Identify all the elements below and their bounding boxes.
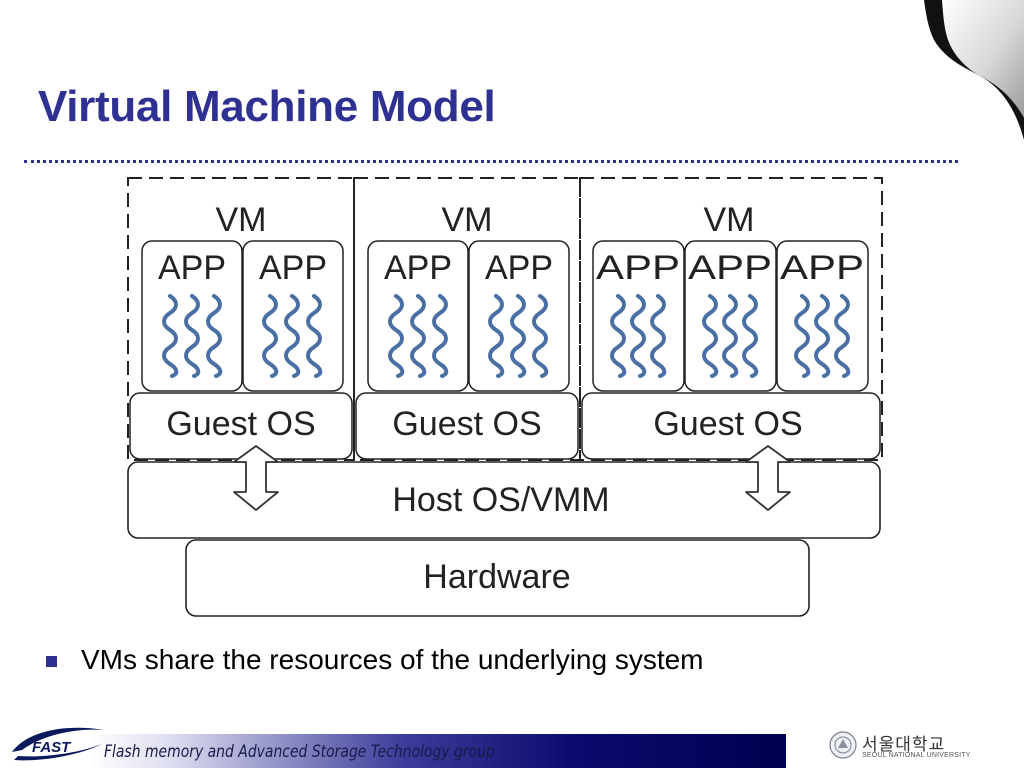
vm-1-to-host-arrow-icon <box>233 445 279 511</box>
vm-3-guest-os-box <box>581 392 881 460</box>
hardware-layer-label: Hardware <box>423 558 570 596</box>
vm-1-app-2-label: APP <box>259 249 327 287</box>
slide-title: Virtual Machine Model <box>38 82 496 131</box>
vm-2-app-1-box <box>367 240 469 392</box>
title-divider <box>24 160 958 163</box>
vm-2-app-1-label: APP <box>384 249 452 287</box>
vm-2-app-2-box <box>468 240 570 392</box>
footer-band <box>90 734 786 768</box>
university-name-korean: 서울대학교 <box>862 735 946 755</box>
vm-3-guest-os-label: Guest OS <box>653 405 802 443</box>
vm-1-label: VM <box>216 201 267 239</box>
vm-1-app-1-label: APP <box>158 249 226 287</box>
vm-3-app-3-label: APP <box>780 249 864 287</box>
vm-3: VM APP APP APP Guest OS <box>579 177 883 461</box>
vm-2-guest-os-box <box>355 392 579 460</box>
vm-3-app-3-box <box>776 240 869 392</box>
bullet-square-icon <box>46 655 57 667</box>
snu-seal-logo <box>829 731 857 759</box>
vm-architecture-diagram: Hardware Host OS/VMM VM APP APP Guest OS… <box>127 177 883 617</box>
vm-2-boundary <box>353 177 581 461</box>
vm-1-app-1-box <box>141 240 243 392</box>
vm-1-app-2-box <box>242 240 344 392</box>
vm-2-app-2-label: APP <box>485 249 553 287</box>
page-curl-decoration <box>924 0 1024 140</box>
bullet-text: VMs share the resources of the underlyin… <box>81 644 704 675</box>
university-name-english: SEOUL NATIONAL UNIVERSITY <box>862 752 971 759</box>
bullet-item: VMs share the resources of the underlyin… <box>46 642 704 678</box>
slide-footer: FAST Flash memory and Advanced Storage T… <box>0 722 1024 768</box>
vm-3-app-1-box <box>592 240 685 392</box>
vm-1: VM APP APP Guest OS <box>127 177 355 461</box>
vm-2: VM APP APP Guest OS <box>353 177 581 461</box>
vm-3-boundary <box>579 177 883 461</box>
fast-logo: FAST <box>12 727 104 761</box>
vm-2-guest-os-label: Guest OS <box>392 405 541 443</box>
host-os-vmm-layer-label: Host OS/VMM <box>392 481 609 519</box>
vm-3-label: VM <box>704 201 755 239</box>
vm-3-app-2-box <box>684 240 777 392</box>
host-os-vmm-layer-box <box>127 461 881 539</box>
footer-group-name: Flash memory and Advanced Storage Techno… <box>104 742 495 762</box>
vm-3-app-2-label: APP <box>688 249 772 287</box>
vm-2-label: VM <box>442 201 493 239</box>
fast-logo-text: FAST <box>32 739 72 756</box>
vm-3-to-host-arrow-icon <box>745 445 791 511</box>
hardware-layer-box <box>185 539 810 617</box>
vm-1-guest-os-label: Guest OS <box>166 405 315 443</box>
vm-3-app-1-label: APP <box>596 249 680 287</box>
